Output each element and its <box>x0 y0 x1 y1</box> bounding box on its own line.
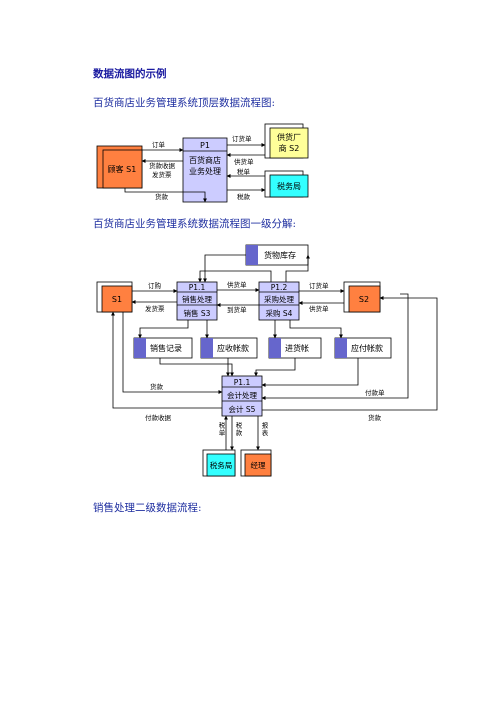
customer-label: 顾客 S1 <box>108 164 137 174</box>
flow-purchase-order: 订货单 <box>232 134 252 143</box>
accounting-process-owner: 会计 S5 <box>229 404 256 414</box>
sales-record-store: 销售记录 <box>133 337 193 359</box>
manager-entity: 经理 <box>240 449 272 477</box>
s1-entity: S1 <box>96 281 133 313</box>
receivable-label: 应收帐款 <box>217 343 249 353</box>
flow-receipt: 货款收据 <box>149 161 176 170</box>
process-name-line1: 百货商店 <box>189 155 221 165</box>
accounting-process-id: P1.1 <box>234 378 251 387</box>
tax-bureau-label-2: 税务局 <box>210 460 233 470</box>
flow-order-2: 订购 <box>148 281 162 290</box>
flow-receipt-2: 付款收据 <box>145 413 172 422</box>
flow-payment-order-2: 付款单 <box>365 388 385 397</box>
section-heading-level-two: 销售处理二级数据流程: <box>93 502 202 514</box>
level-one-diagram: 货物库存 S1 S2 P1.1 销售处理 销售 S3 P1.2 <box>96 244 438 477</box>
flow-tax-money: 税款 <box>237 192 251 201</box>
sales-process-owner: 销售 S3 <box>184 308 211 318</box>
flow-payment-2: 货款 <box>150 382 164 391</box>
process-purchasing: P1.2 采购处理 采购 S4 <box>258 281 300 321</box>
s2-entity: S2 <box>343 281 381 313</box>
s1-label: S1 <box>112 295 122 304</box>
flow-invoice-2: 发货票 <box>145 304 165 313</box>
s2-label: S2 <box>359 295 369 304</box>
tax-bureau-entity-2: 税务局 <box>202 449 236 477</box>
supplier-label-line1: 供货厂 <box>277 132 301 142</box>
supplier-label-line2: 商 S2 <box>279 143 300 153</box>
purchase-ledger-label: 进货帐 <box>285 343 309 353</box>
page-title: 数据流图的示例 <box>93 68 167 80</box>
flow-payment: 货款 <box>155 192 169 201</box>
customer-entity: 顾客 S1 <box>96 145 143 189</box>
sales-record-label: 销售记录 <box>150 343 182 353</box>
sales-process-id: P1.1 <box>189 283 206 292</box>
accounting-process-name: 会计处理 <box>227 390 257 400</box>
flow-purchase-order-2: 订货单 <box>309 281 329 290</box>
process-sales: P1.1 销售处理 销售 S3 <box>176 281 218 321</box>
process-accounting: P1.1 会计处理 会计 S5 <box>221 375 263 417</box>
flow-supply-order-2: 供货单 <box>309 304 329 313</box>
process-id: P1 <box>200 141 210 150</box>
flow-tax-bill: 税单 <box>237 167 251 176</box>
inventory-store: 货物库存 <box>245 244 309 266</box>
receivable-store: 应收帐款 <box>200 337 258 359</box>
flow-invoice: 发货票 <box>152 170 172 179</box>
flow-order: 订单 <box>152 140 166 149</box>
flow-report-2: 报表 <box>260 421 268 438</box>
tax-bureau-entity: 税务局 <box>264 170 309 198</box>
purchasing-process-id: P1.2 <box>271 283 288 292</box>
purchasing-process-name: 采购处理 <box>264 294 294 304</box>
payable-label: 应付帐款 <box>351 343 383 353</box>
flow-arrival-2: 到货单 <box>227 305 247 314</box>
top-level-diagram: 顾客 S1 P1 百货商店 业务处理 供货厂 商 S2 税务局 <box>96 123 309 203</box>
flow-supply-order: 供货单 <box>234 157 254 166</box>
flow-tax-bill-2: 税单 <box>217 421 225 438</box>
payable-store: 应付帐款 <box>334 337 392 359</box>
purchase-ledger-store: 进货帐 <box>268 337 322 359</box>
supplier-entity: 供货厂 商 S2 <box>264 123 309 159</box>
manager-label: 经理 <box>251 460 266 470</box>
inventory-label: 货物库存 <box>264 250 296 260</box>
flow-supply-2: 供货单 <box>227 280 247 289</box>
purchasing-process-owner: 采购 S4 <box>266 308 293 318</box>
section-heading-top-level: 百货商店业务管理系统顶层数据流程图: <box>93 97 276 109</box>
sales-process-name: 销售处理 <box>182 294 212 304</box>
flow-money-2: 货款 <box>368 413 382 422</box>
flow-tax-money-2: 税款 <box>234 421 242 438</box>
process-p1: P1 百货商店 业务处理 <box>182 137 228 203</box>
process-name-line2: 业务处理 <box>189 166 221 176</box>
tax-bureau-label: 税务局 <box>277 181 301 191</box>
section-heading-level-one: 百货商店业务管理系统数据流程图一级分解: <box>93 218 297 230</box>
